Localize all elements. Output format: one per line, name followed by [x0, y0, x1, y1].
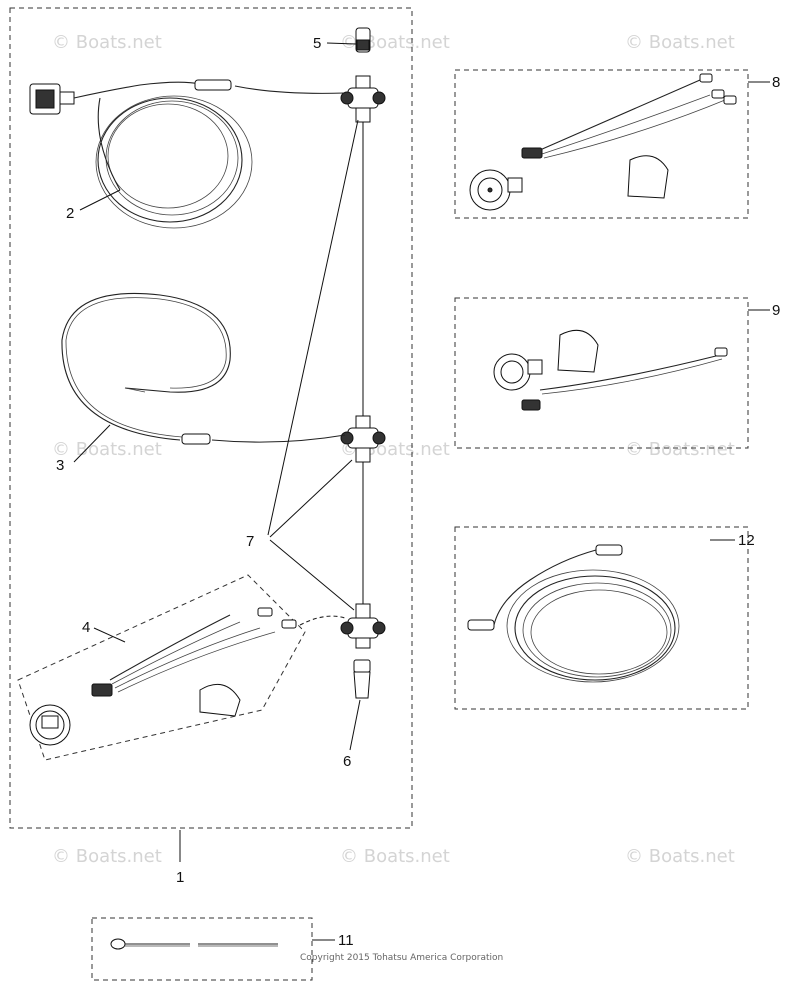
watermark: © Boats.net: [52, 439, 162, 460]
watermark: © Boats.net: [625, 32, 735, 53]
callout-12: 12: [738, 532, 755, 549]
callout-11: 11: [338, 932, 354, 949]
callout-2: 2: [66, 205, 74, 222]
callout-7-leaders: [267, 119, 359, 611]
gauge-kit-part-8: [469, 73, 770, 211]
watermark: © Boats.net: [52, 32, 162, 53]
kit-8-box: [454, 69, 749, 219]
kit-4-box: [17, 574, 306, 761]
watermark: © Boats.net: [625, 846, 735, 867]
kit-12-box: [454, 526, 749, 710]
callout-labels: 1 2 3 4 5 6 7 8 9 11 12: [56, 35, 780, 949]
tee-connector-middle: [340, 415, 386, 463]
watermarks: © Boats.net © Boats.net © Boats.net © Bo…: [52, 32, 735, 867]
callout-3: 3: [56, 457, 64, 474]
tee-connector-top: [340, 75, 386, 123]
callout-6: 6: [343, 753, 351, 770]
copyright-text: Copyright 2015 Tohatsu America Corporati…: [300, 953, 503, 963]
watermark: © Boats.net: [52, 846, 162, 867]
gauge-harness-part-4: [29, 607, 346, 746]
gauge-kit-part-9: [493, 309, 770, 411]
watermark: © Boats.net: [340, 846, 450, 867]
callout-8: 8: [772, 74, 780, 91]
tee-connector-bottom: [340, 603, 386, 649]
callout-1: 1: [176, 869, 184, 886]
callout-7: 7: [246, 533, 254, 550]
terminator-part-5: [326, 27, 371, 53]
extension-cable-part-12: [467, 539, 735, 683]
watermark: © Boats.net: [625, 439, 735, 460]
kit-9-box: [454, 297, 749, 449]
cable-loop-part-3: [61, 292, 346, 463]
callout-5: 5: [313, 35, 321, 52]
kit-11-box: [91, 917, 313, 981]
coiled-cable-part-2: [29, 79, 346, 229]
callout-9: 9: [772, 302, 780, 319]
kit-1-box: [9, 7, 413, 829]
terminator-part-6: [349, 659, 371, 751]
callout-4: 4: [82, 619, 90, 636]
probe-part-11: [110, 938, 335, 950]
